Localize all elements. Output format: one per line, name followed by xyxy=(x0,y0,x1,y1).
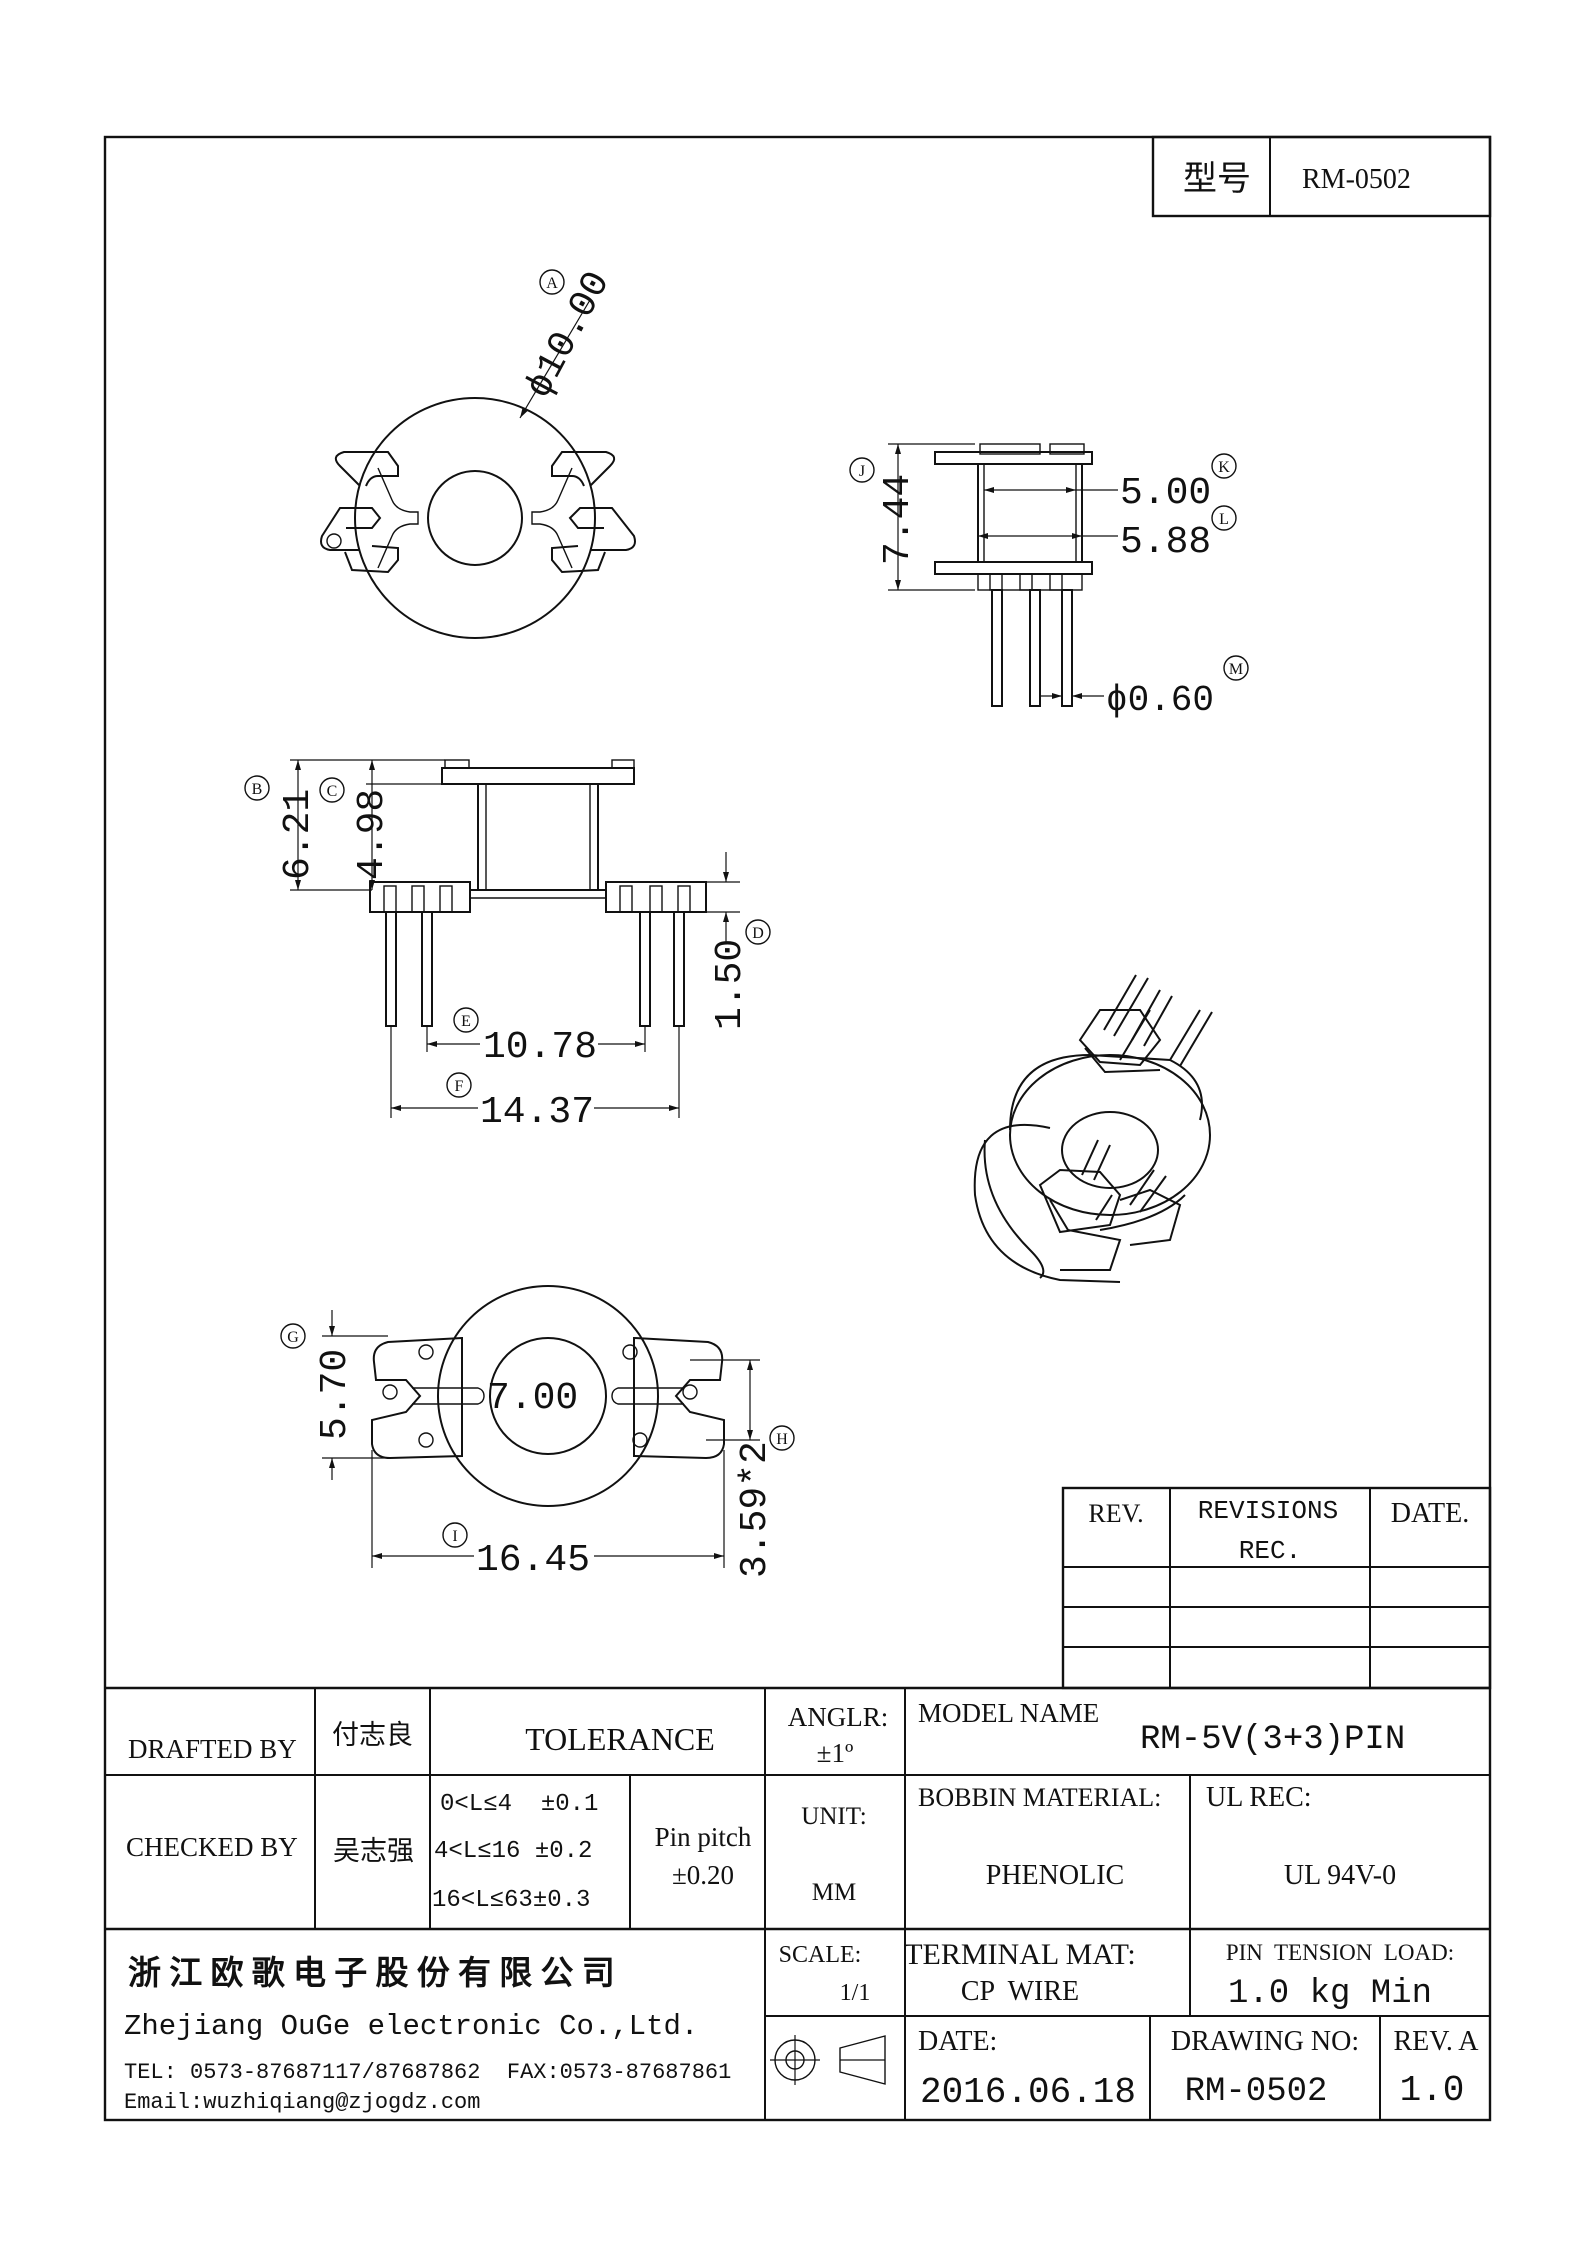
company-name-en: Zhejiang OuGe electronic Co.,Ltd. xyxy=(124,2010,698,2043)
bobbin-material-label: BOBBIN MATERIAL: xyxy=(918,1783,1161,1812)
model-box: 型号 RM-0502 xyxy=(1151,135,1492,218)
dim-F-value: 14.37 xyxy=(480,1091,594,1134)
ul-rec-label: UL REC: xyxy=(1206,1782,1312,1813)
dim-B-value: 6.21 xyxy=(277,789,320,880)
tolerance-row-1: 0<L≤4 ±0.1 xyxy=(440,1791,598,1818)
rec-header: REC. xyxy=(1239,1536,1301,1566)
dim-M-marker xyxy=(1223,655,1249,681)
dim-C-letter: C xyxy=(327,783,338,800)
scale-label: SCALE: xyxy=(779,1942,862,1968)
dim-M-value: ϕ0.60 xyxy=(1106,680,1214,721)
dim-D-letter: D xyxy=(752,925,764,942)
dim-A-letter: A xyxy=(546,275,558,292)
dim-D-marker xyxy=(745,919,771,945)
dim-A-marker xyxy=(539,269,565,295)
rev-label: REV. A xyxy=(1393,2026,1479,2057)
top-view: ϕ10.00 A xyxy=(320,265,636,639)
dim-K-value: 5.00 xyxy=(1120,472,1211,515)
rev-header: REV. xyxy=(1088,1499,1143,1528)
date-header: DATE. xyxy=(1391,1498,1470,1529)
dim-H-value: 3.59*2 xyxy=(734,1441,777,1578)
model-box-label: 型号 xyxy=(1183,161,1251,198)
dim-J-value: 7.44 xyxy=(877,474,920,565)
dim-G-letter: G xyxy=(287,1329,299,1346)
company-name-cn: 浙 江 欧 歌 电 子 股 份 有 限 公 司 xyxy=(128,1955,615,1992)
dim-L-value: 5.88 xyxy=(1120,521,1211,564)
angle-label: ANGLR: xyxy=(788,1702,889,1732)
dim-L-marker xyxy=(1211,505,1237,531)
unit-value: MM xyxy=(812,1879,856,1906)
dim-A-value: ϕ10.00 xyxy=(518,265,620,406)
model-name-label: MODEL NAME xyxy=(918,1698,1099,1728)
dim-I-letter: I xyxy=(452,1528,457,1545)
dim-K-letter: K xyxy=(1218,459,1230,476)
date-value: 2016.06.18 xyxy=(920,2072,1136,2113)
company-contact-email: Email:wuzhiqiang@zjogdz.com xyxy=(124,2090,480,2115)
dim-J-marker xyxy=(849,457,875,483)
pin-tension-value: 1.0 kg Min xyxy=(1228,1975,1432,2013)
date-label: DATE: xyxy=(918,2026,997,2057)
dim-I-marker xyxy=(442,1522,468,1548)
projection-symbol-icon xyxy=(770,2035,886,2085)
tolerance-row-2: 4<L≤16 ±0.2 xyxy=(434,1838,592,1865)
tolerance-label: TOLERANCE xyxy=(525,1721,715,1757)
pin-tension-label: PIN TENSION LOAD: xyxy=(1226,1940,1454,1965)
side-view: 7.44 J 5.00 K 5.88 L ϕ0.60 M xyxy=(849,443,1249,721)
company-contact-tel: TEL: 0573-87687117/87687862 FAX:0573-876… xyxy=(124,2060,731,2085)
bottom-view: 7.00 5.70 G 3.59*2 H 16.45 I xyxy=(280,1285,795,1582)
dim-L-letter: L xyxy=(1219,511,1229,528)
dim-H-letter: H xyxy=(776,1431,788,1448)
dim-G-marker xyxy=(280,1323,306,1349)
dim-E-marker xyxy=(453,1007,479,1033)
drawing-no-label: DRAWING NO: xyxy=(1171,2026,1359,2057)
dim-E-value: 10.78 xyxy=(483,1026,597,1069)
dim-F-marker xyxy=(446,1072,472,1098)
terminal-mat-label: TERMINAL MAT: xyxy=(904,1938,1136,1971)
ul-rec-value: UL 94V-0 xyxy=(1284,1860,1396,1891)
front-view: 6.21 B 4.98 C 1.50 D 10.78 E 14.37 F xyxy=(244,759,771,1134)
dim-J-letter: J xyxy=(859,463,865,480)
dim-B-letter: B xyxy=(252,781,263,798)
revision-table: REV. REVISIONS REC. DATE. xyxy=(1061,1486,1492,1690)
center-dim-value: 7.00 xyxy=(487,1377,578,1420)
pin-pitch-value: ±0.20 xyxy=(672,1860,734,1890)
title-block: DRAFTED BY 付志良 TOLERANCE ANGLR: ±1º MODE… xyxy=(105,1686,1490,2120)
dim-I-value: 16.45 xyxy=(476,1539,590,1582)
drafted-by-label: DRAFTED BY xyxy=(128,1734,297,1764)
model-name-value: RM-5V(3+3)PIN xyxy=(1140,1721,1405,1759)
dim-D-value: 1.50 xyxy=(709,939,752,1030)
pin-pitch-label: Pin pitch xyxy=(655,1822,752,1852)
dim-B-marker xyxy=(244,775,270,801)
isometric-view xyxy=(973,974,1213,1283)
drafted-by-name: 付志良 xyxy=(332,1720,413,1750)
unit-label: UNIT: xyxy=(801,1803,866,1830)
model-box-value: RM-0502 xyxy=(1302,164,1411,195)
angle-value: ±1º xyxy=(817,1738,854,1768)
dim-K-marker xyxy=(1211,453,1237,479)
rev-value: 1.0 xyxy=(1400,2070,1465,2111)
dim-C-marker xyxy=(319,777,345,803)
dim-E-letter: E xyxy=(461,1013,471,1030)
checked-by-name: 吴志强 xyxy=(333,1836,414,1866)
dim-M-letter: M xyxy=(1229,661,1243,678)
sheet-border xyxy=(103,135,1492,2122)
scale-value: 1/1 xyxy=(840,1980,871,2006)
checked-by-label: CHECKED BY xyxy=(126,1832,298,1862)
revisions-header: REVISIONS xyxy=(1198,1496,1338,1526)
dim-F-letter: F xyxy=(455,1078,464,1095)
bobbin-material-value: PHENOLIC xyxy=(986,1860,1124,1891)
tolerance-row-3: 16<L≤63±0.3 xyxy=(432,1887,590,1914)
dim-C-value: 4.98 xyxy=(351,789,394,880)
drawing-no-value: RM-0502 xyxy=(1185,2073,1328,2111)
dim-H-marker xyxy=(769,1425,795,1451)
terminal-mat-value: CP WIRE xyxy=(961,1976,1079,2007)
dim-G-value: 5.70 xyxy=(314,1349,357,1440)
